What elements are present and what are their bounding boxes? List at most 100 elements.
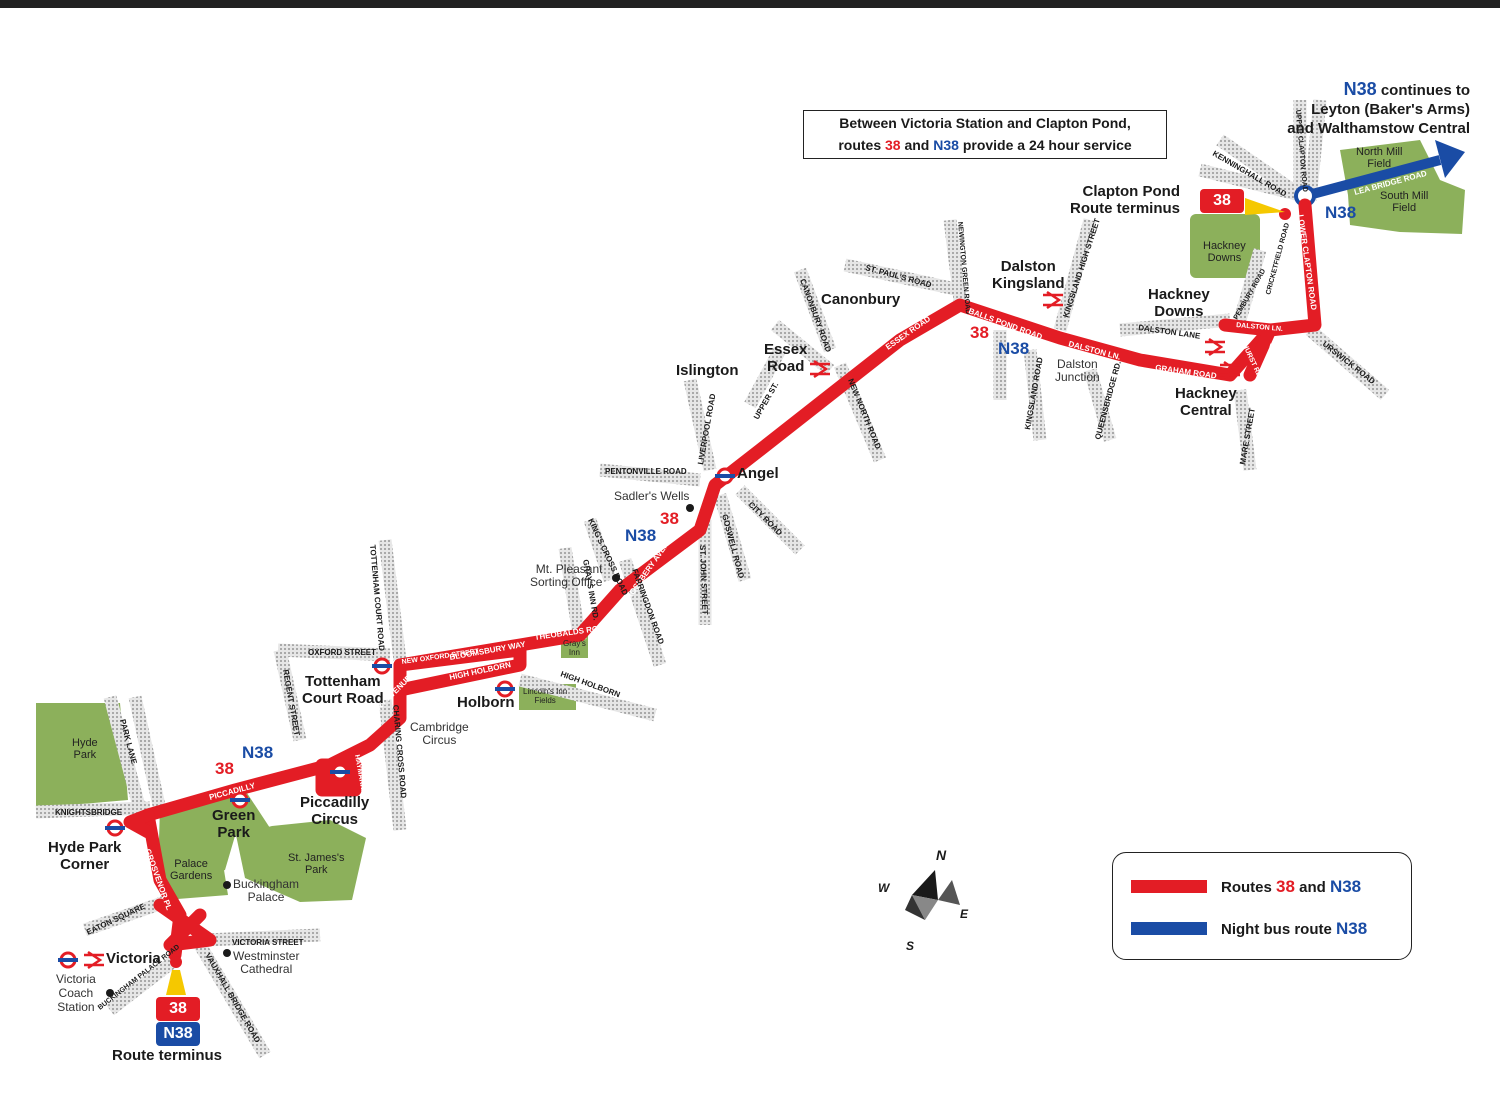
route-38-label-piccadilly: 38 bbox=[215, 759, 234, 778]
place-holborn: Holborn bbox=[457, 694, 515, 711]
angel-tube-icon bbox=[715, 467, 735, 485]
place-angel: Angel bbox=[737, 465, 779, 482]
wc-line-1: Westminster bbox=[233, 949, 300, 963]
continuation-text-1: continues to bbox=[1376, 82, 1470, 99]
place-hyde-park-corner: Hyde Park Corner bbox=[48, 839, 122, 873]
legend-night-n38: N38 bbox=[1336, 919, 1368, 938]
li-line-2: Fields bbox=[534, 695, 556, 705]
legend-text-c: Night bus route bbox=[1221, 921, 1336, 938]
place-sadlers-wells: Sadler's Wells bbox=[614, 489, 690, 503]
dj-line-2: Junction bbox=[1055, 370, 1100, 385]
park-hyde-park: Hyde Park bbox=[72, 737, 98, 761]
notice-line-1: Between Victoria Station and Clapton Pon… bbox=[839, 115, 1131, 131]
hpc-line-2: Corner bbox=[60, 855, 110, 873]
wc-line-2: Cathedral bbox=[240, 962, 293, 977]
mp-line-1: Mt. Pleasant bbox=[535, 562, 603, 576]
hc-line-2: Central bbox=[1180, 401, 1232, 419]
street-regent-street: REGENT STREET bbox=[281, 669, 302, 737]
street-city-road: CITY ROAD bbox=[747, 500, 785, 538]
place-westminster-cathedral: Westminster Cathedral bbox=[233, 949, 300, 977]
hackney-downs-park bbox=[1190, 214, 1260, 278]
er-line-2: Road bbox=[766, 357, 805, 375]
point-markers bbox=[106, 198, 1291, 997]
legend-text-a: Routes bbox=[1221, 879, 1277, 896]
street-knightsbridge: KNIGHTSBRIDGE bbox=[55, 808, 123, 817]
legend-route-n38: N38 bbox=[1329, 877, 1362, 896]
route-n38-label-piccadilly: N38 bbox=[242, 743, 274, 762]
route-38-label-balls-pond: 38 bbox=[970, 323, 989, 342]
clapton-pointer bbox=[1245, 198, 1285, 215]
essex-road-rail-icon bbox=[810, 359, 830, 379]
legend-route-38: 38 bbox=[1276, 877, 1295, 896]
legend-swatch-night bbox=[1131, 922, 1207, 935]
route-38-line bbox=[123, 198, 1322, 962]
tottenham-court-road-tube-icon bbox=[372, 657, 392, 675]
park-south-mill-field: South Mill Field bbox=[1380, 190, 1428, 214]
gi-line-2: Inn bbox=[568, 647, 580, 657]
dalston-kingsland-rail-icon bbox=[1043, 290, 1063, 310]
coach-line-3: Station bbox=[57, 1000, 95, 1014]
place-islington: Islington bbox=[676, 362, 739, 379]
bp-line-1: Buckingham bbox=[233, 877, 300, 891]
victoria-38-badge: 38 bbox=[156, 997, 200, 1021]
pc-line-2: Circus bbox=[311, 810, 358, 828]
mp-line-2: Sorting Office bbox=[530, 575, 603, 590]
notice-text-c: provide a 24 hour service bbox=[958, 137, 1132, 153]
park-hackney-downs: Hackney Downs bbox=[1203, 240, 1246, 264]
route-n38-label-rosebery: N38 bbox=[625, 526, 657, 545]
place-essex-road: Essex Road bbox=[764, 341, 808, 375]
coach-station-dot bbox=[106, 989, 114, 997]
park-lincolns-inn: Lincoln's Inn Fields bbox=[523, 687, 568, 706]
sj-line-1: St. James's bbox=[288, 852, 345, 864]
park-north-mill-field: North Mill Field bbox=[1356, 146, 1402, 170]
bp-line-2: Palace bbox=[247, 890, 285, 905]
hackney-central-rail-icon bbox=[1220, 360, 1240, 380]
pg-line-2: Gardens bbox=[170, 870, 213, 883]
hyde-park bbox=[36, 703, 128, 808]
place-mt-pleasant: Mt. Pleasant Sorting Office bbox=[530, 562, 603, 590]
pg-line-1: Palace bbox=[174, 858, 208, 870]
hc-line-1: Hackney bbox=[1175, 385, 1237, 402]
victoria-pointer bbox=[166, 970, 186, 995]
dj-line-1: Dalston bbox=[1057, 357, 1098, 371]
clapton-38-badge: 38 bbox=[1200, 189, 1244, 213]
er-line-1: Essex bbox=[764, 341, 808, 358]
tcr-line-1: Tottenham bbox=[305, 673, 381, 690]
parks bbox=[36, 140, 1465, 902]
notice-line-2: routes 38 and N38 provide a 24 hour serv… bbox=[804, 134, 1166, 156]
n38-continuation-note: N38 continues to Leyton (Baker's Arms) a… bbox=[1245, 80, 1470, 138]
hp-line-2: Park bbox=[73, 749, 97, 762]
sj-line-2: Park bbox=[304, 864, 328, 877]
notice-text-a: routes bbox=[838, 137, 885, 153]
holborn-tube-icon bbox=[495, 680, 515, 698]
continuation-line-1: N38 continues to bbox=[1245, 80, 1470, 100]
coach-line-1: Victoria bbox=[56, 972, 96, 986]
place-tottenham-court-road: Tottenham Court Road bbox=[302, 673, 384, 707]
notice-route-n38: N38 bbox=[933, 137, 959, 153]
street-st-john-street: ST. JOHN STREET bbox=[698, 545, 709, 615]
park-palace-gardens: Palace Gardens bbox=[170, 858, 212, 882]
place-piccadilly-circus: Piccadilly Circus bbox=[300, 794, 369, 828]
notice-route-38: 38 bbox=[885, 137, 901, 153]
nm-line-1: North Mill bbox=[1356, 146, 1403, 158]
victoria-terminus-dot bbox=[170, 956, 182, 968]
compass-n: N bbox=[936, 847, 947, 863]
street-oxford-street: OXFORD STREET bbox=[308, 648, 376, 657]
street-urswick-road: URSWICK ROAD bbox=[1321, 339, 1377, 386]
place-dalston-junction: Dalston Junction bbox=[1055, 357, 1100, 385]
top-edge-bar bbox=[0, 0, 1500, 8]
place-canonbury: Canonbury bbox=[821, 291, 901, 308]
mill-fields bbox=[1340, 140, 1465, 234]
place-cambridge-circus: Cambridge Circus bbox=[410, 720, 469, 748]
street-cricketfield-road: CRICKETFIELD ROAD bbox=[1265, 222, 1291, 295]
cc-line-2: Circus bbox=[422, 733, 457, 748]
hpc-line-1: Hyde Park bbox=[48, 839, 122, 856]
route-n38-label-lea-bridge: N38 bbox=[1325, 203, 1357, 222]
route-38-label-rosebery: 38 bbox=[660, 509, 679, 528]
tube-roundels bbox=[58, 467, 735, 969]
coach-line-2: Coach bbox=[58, 986, 94, 1000]
clapton-terminus-dot bbox=[1279, 208, 1291, 220]
rail-icons bbox=[84, 290, 1240, 970]
legend-text-b: and bbox=[1294, 879, 1330, 896]
li-line-1: Lincoln's Inn bbox=[523, 687, 568, 696]
